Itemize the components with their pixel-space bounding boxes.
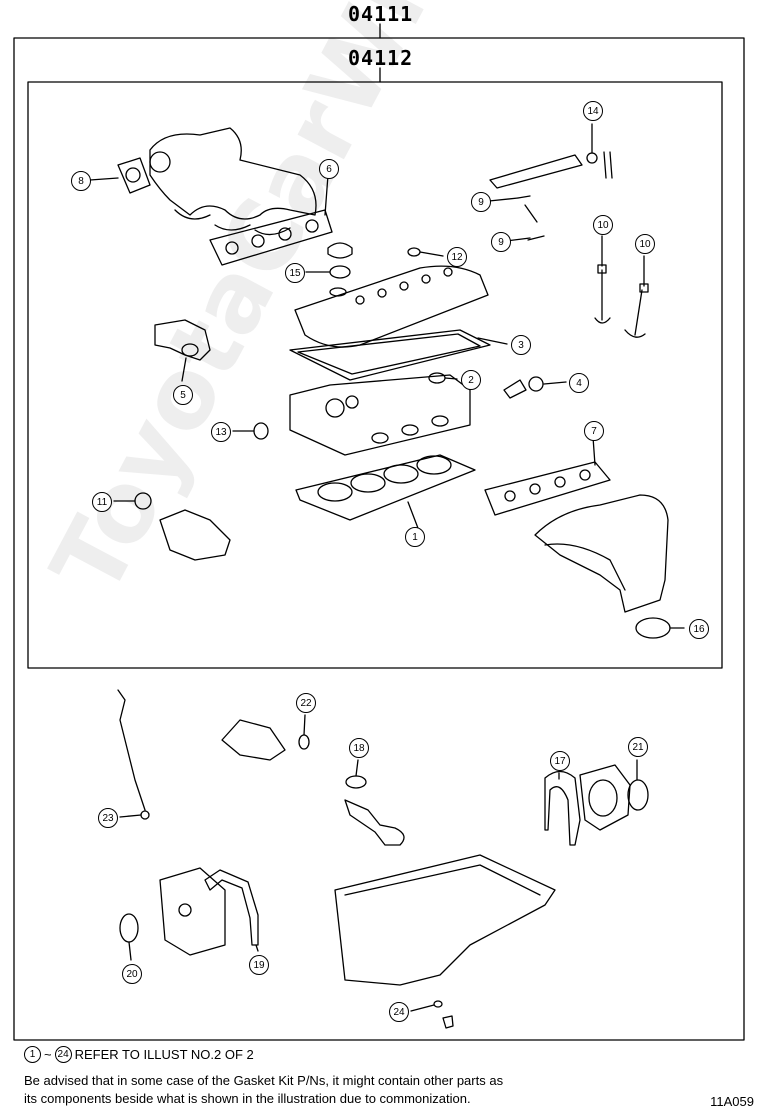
drain-plug-24 <box>442 1015 454 1029</box>
ref-start-callout: 1 <box>24 1046 41 1063</box>
dipstick <box>117 689 146 811</box>
exhaust-manifold-gasket <box>484 461 611 516</box>
intake-manifold <box>149 127 317 236</box>
callout-11: 11 <box>92 492 112 512</box>
callout-20: 20 <box>122 964 142 984</box>
cylinder-head <box>289 374 471 456</box>
timing-cover <box>159 867 226 956</box>
callout-10: 10 <box>635 234 655 254</box>
oil-strainer <box>344 799 405 846</box>
throttle-body-gasket <box>117 157 151 194</box>
callout-14: 14 <box>583 101 603 121</box>
rear-oil-seal-retainer-gasket-17 <box>544 770 581 846</box>
water-pump-inlet <box>221 719 286 761</box>
cap-15 <box>327 242 353 259</box>
seal-14 <box>586 152 598 164</box>
sensor-4 <box>503 379 527 399</box>
callout-7: 7 <box>584 421 604 441</box>
bolt-9b <box>527 235 545 241</box>
callout-2: 2 <box>461 370 481 390</box>
exhaust-pipe-gasket <box>635 617 671 639</box>
callout-8: 8 <box>71 171 91 191</box>
o-ring-13 <box>253 422 269 440</box>
callout-21: 21 <box>628 737 648 757</box>
inner-kit-part-code: 04112 <box>348 46 414 70</box>
callout-10: 10 <box>593 215 613 235</box>
callout-18: 18 <box>349 738 369 758</box>
o-ring-23 <box>140 810 150 820</box>
callout-3: 3 <box>511 335 531 355</box>
inner-kit-frame <box>27 81 723 669</box>
o-ring-11 <box>134 492 152 510</box>
callout-17: 17 <box>550 751 570 771</box>
o-ring-4 <box>528 376 544 392</box>
outer-kit-part-code: 04111 <box>348 2 414 26</box>
seal-15 <box>329 265 351 279</box>
camshaft-bar <box>489 154 583 189</box>
callout-1: 1 <box>405 527 425 547</box>
gasket-18 <box>345 775 367 789</box>
water-outlet <box>154 319 211 361</box>
seal-2 <box>428 372 446 384</box>
callout-13: 13 <box>211 422 231 442</box>
callout-16: 16 <box>689 619 709 639</box>
seal-12 <box>407 247 421 257</box>
reference-note: 1 ~ 24 REFER TO ILLUST NO.2 OF 2 <box>24 1046 254 1063</box>
cylinder-head-gasket <box>295 454 476 521</box>
valve-10b <box>624 289 646 338</box>
oil-pan <box>334 854 556 986</box>
ref-end-callout: 24 <box>54 1046 72 1063</box>
exhaust-manifold <box>534 494 669 613</box>
timing-cover-gasket-19 <box>204 869 259 946</box>
callout-9: 9 <box>471 192 491 212</box>
advisory-note-line-1: Be advised that in some case of the Gask… <box>24 1073 504 1088</box>
illustration-id: 11A059 <box>710 1094 754 1109</box>
gasket-24 <box>433 1000 443 1008</box>
callout-15: 15 <box>285 263 305 283</box>
callout-4: 4 <box>569 373 589 393</box>
rear-oil-seal-retainer <box>579 764 631 831</box>
bolt-9a <box>517 195 538 223</box>
o-ring-22 <box>298 734 310 750</box>
callout-24: 24 <box>389 1002 409 1022</box>
cylinder-head-cover-gasket <box>289 329 491 381</box>
callout-6: 6 <box>319 159 339 179</box>
ref-tilde: ~ <box>44 1047 52 1062</box>
oil-seal-20 <box>119 913 139 943</box>
callout-9: 9 <box>491 232 511 252</box>
outer-kit-frame <box>13 37 745 1041</box>
oil-seal-21 <box>627 779 649 811</box>
ref-text: REFER TO ILLUST NO.2 OF 2 <box>74 1047 254 1062</box>
callout-12: 12 <box>447 247 467 267</box>
callout-19: 19 <box>249 955 269 975</box>
callout-22: 22 <box>296 693 316 713</box>
callout-5: 5 <box>173 385 193 405</box>
distributor <box>159 509 231 561</box>
advisory-note-line-2: its components beside what is shown in t… <box>24 1091 471 1106</box>
callout-23: 23 <box>98 808 118 828</box>
cylinder-head-cover <box>294 265 489 348</box>
spring-14 <box>603 151 613 179</box>
intake-manifold-gasket <box>209 209 333 266</box>
valve-10a <box>594 269 611 324</box>
